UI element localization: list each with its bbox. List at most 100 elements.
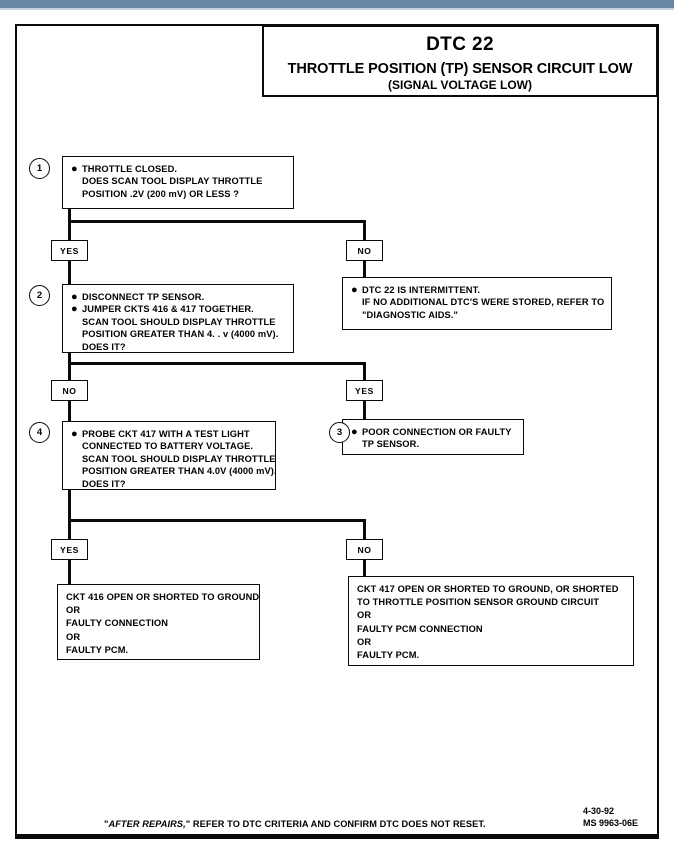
step-3-content: ● POOR CONNECTION OR FAULTY ●TP SENSOR.: [343, 420, 523, 457]
step-2-text: JUMPER CKTS 416 & 417 TOGETHER.: [82, 304, 254, 315]
connector-step1-down: [68, 209, 71, 222]
result-left-content: CKT 416 OPEN OR SHORTED TO GROUND OR FAU…: [58, 585, 259, 663]
connector-bus-row3: [68, 519, 366, 522]
connector-row2-left-down: [68, 362, 71, 382]
intermittent-box: ● DTC 22 IS INTERMITTENT. ●IF NO ADDITION…: [342, 277, 612, 330]
step-1-text: THROTTLE CLOSED.: [82, 164, 178, 174]
result-left-line: OR: [66, 631, 81, 642]
step-3-text: POOR CONNECTION OR FAULTY: [362, 427, 512, 437]
step-4-text: CONNECTED TO BATTERY VOLTAGE.: [82, 441, 254, 452]
intermittent-text: DTC 22 IS INTERMITTENT.: [362, 285, 481, 295]
step-3-text: TP SENSOR.: [362, 439, 420, 450]
bullet-icon: ●: [71, 303, 78, 316]
connector-no1-to-intermittent: [363, 260, 366, 278]
step-2-text: SCAN TOOL SHOULD DISPLAY THROTTLE: [82, 316, 276, 327]
result-left-box: CKT 416 OPEN OR SHORTED TO GROUND OR FAU…: [57, 584, 260, 660]
connector-row2-right-down: [363, 362, 366, 382]
step-4-text: PROBE CKT 417 WITH A TEST LIGHT: [82, 429, 250, 439]
bullet-icon: ●: [351, 284, 358, 296]
step-2-content: ● DISCONNECT TP SENSOR. ● JUMPER CKTS 416 …: [63, 285, 293, 359]
connector-step2-down: [68, 353, 71, 364]
result-right-line: FAULTY PCM.: [357, 650, 420, 661]
result-left-line: OR: [66, 605, 81, 616]
step-4-text: POSITION GREATER THAN 4.0V (4000 mV).: [82, 466, 277, 477]
step-2-line: ●POSITION GREATER THAN 4. . v (4000 mV).: [71, 328, 285, 340]
branch-label-yes-3: YES: [51, 539, 88, 560]
title-block: DTC 22 THROTTLE POSITION (TP) SENSOR CIR…: [262, 25, 658, 97]
result-left-line: FAULTY PCM.: [66, 644, 129, 655]
footer-note-emphasis: AFTER REPAIRS,: [108, 819, 186, 829]
page-title-main: THROTTLE POSITION (TP) SENSOR CIRCUIT LO…: [287, 61, 633, 77]
step-4-line: ●SCAN TOOL SHOULD DISPLAY THROTTLE: [71, 453, 275, 465]
step-4-content: ● PROBE CKT 417 WITH A TEST LIGHT ●CONNEC…: [63, 422, 277, 496]
footer-rule: [15, 836, 659, 839]
bullet-icon: ●: [71, 291, 78, 303]
branch-label-yes-2: YES: [346, 380, 383, 401]
branch-label-yes-1: YES: [51, 240, 88, 261]
page-title-code: DTC 22: [426, 34, 494, 55]
step-2-line: ●DOES IT?: [71, 341, 285, 353]
step-4-line: ●DOES IT?: [71, 478, 267, 490]
intermittent-content: ● DTC 22 IS INTERMITTENT. ●IF NO ADDITION…: [343, 278, 611, 327]
step-number-1: 1: [29, 158, 50, 179]
step-1-line: ●POSITION .2V (200 mV) OR LESS ?: [71, 188, 285, 200]
branch-label-no-3: NO: [346, 539, 383, 560]
result-right-line: FAULTY PCM CONNECTION: [357, 623, 483, 634]
step-4-line: ●POSITION GREATER THAN 4.0V (4000 mV).: [71, 465, 277, 477]
step-3-line: ●TP SENSOR.: [351, 438, 515, 450]
step-1-text: POSITION .2V (200 mV) OR LESS ?: [82, 188, 240, 199]
step-number-3: 3: [329, 422, 350, 443]
footer-note: "AFTER REPAIRS," REFER TO DTC CRITERIA A…: [104, 819, 486, 829]
connector-no3-to-result: [363, 559, 366, 577]
bullet-icon: ●: [71, 163, 78, 175]
result-right-line: OR: [357, 610, 372, 621]
footer-note-quote-open: ": [104, 819, 109, 829]
step-4-box: ● PROBE CKT 417 WITH A TEST LIGHT ●CONNEC…: [62, 421, 277, 490]
intermittent-text: IF NO ADDITIONAL DTC'S WERE STORED, REFE…: [362, 297, 605, 308]
connector-bus-row1: [68, 220, 366, 223]
step-2-text: POSITION GREATER THAN 4. . v (4000 mV).: [82, 329, 279, 340]
step-3-line: ● POOR CONNECTION OR FAULTY: [351, 426, 515, 438]
result-left-line: CKT 416 OPEN OR SHORTED TO GROUND: [66, 592, 260, 602]
step-4-text: DOES IT?: [82, 478, 126, 489]
connector-no2-to-step4: [68, 400, 71, 422]
intermittent-line: ●IF NO ADDITIONAL DTC'S WERE STORED, REF…: [351, 296, 605, 308]
connector-row3-left-down: [68, 519, 71, 541]
connector-bus-row2: [68, 362, 366, 365]
step-4-line: ● PROBE CKT 417 WITH A TEST LIGHT: [71, 428, 267, 440]
step-1-text: DOES SCAN TOOL DISPLAY THROTTLE: [82, 176, 263, 187]
step-2-line: ● DISCONNECT TP SENSOR.: [71, 291, 285, 303]
step-4-line: ●CONNECTED TO BATTERY VOLTAGE.: [71, 440, 267, 452]
bullet-icon: ●: [71, 428, 78, 440]
step-2-text: DISCONNECT TP SENSOR.: [82, 292, 205, 302]
connector-step4-down: [68, 490, 71, 522]
step-1-box: ● THROTTLE CLOSED. ●DOES SCAN TOOL DISPLA…: [62, 156, 294, 209]
branch-label-no-2: NO: [51, 380, 88, 401]
step-number-2: 2: [29, 285, 50, 306]
footer-date: 4-30-92: [583, 806, 615, 816]
result-right-line: TO THROTTLE POSITION SENSOR GROUND CIRCU…: [357, 597, 600, 608]
step-2-line: ●SCAN TOOL SHOULD DISPLAY THROTTLE: [71, 316, 285, 328]
result-left-line: FAULTY CONNECTION: [66, 618, 169, 629]
step-2-line: ● JUMPER CKTS 416 & 417 TOGETHER.: [71, 303, 285, 315]
connector-yes2-to-step3: [363, 400, 366, 420]
connector-row1-right-down: [363, 220, 366, 242]
step-4-text: SCAN TOOL SHOULD DISPLAY THROTTLE: [82, 453, 276, 464]
result-right-box: CKT 417 OPEN OR SHORTED TO GROUND, OR SH…: [348, 576, 634, 666]
result-right-line: OR: [357, 636, 372, 647]
step-1-line: ●DOES SCAN TOOL DISPLAY THROTTLE: [71, 175, 285, 187]
footer-document-number: MS 9963-06E: [583, 818, 639, 828]
footer-note-tail: " REFER TO DTC CRITERIA AND CONFIRM DTC …: [185, 819, 486, 829]
branch-label-no-1: NO: [346, 240, 383, 261]
viewer-top-bar-shadow: [0, 8, 674, 10]
connector-row1-left-down: [68, 220, 71, 242]
result-right-content: CKT 417 OPEN OR SHORTED TO GROUND, OR SH…: [349, 577, 633, 668]
step-1-line: ● THROTTLE CLOSED.: [71, 163, 285, 175]
bullet-icon: ●: [351, 426, 358, 438]
intermittent-text: "DIAGNOSTIC AIDS.": [362, 309, 459, 320]
step-2-text: DOES IT?: [82, 341, 126, 352]
step-number-4: 4: [29, 422, 50, 443]
step-1-content: ● THROTTLE CLOSED. ●DOES SCAN TOOL DISPLA…: [63, 157, 293, 206]
step-2-box: ● DISCONNECT TP SENSOR. ● JUMPER CKTS 416 …: [62, 284, 294, 353]
